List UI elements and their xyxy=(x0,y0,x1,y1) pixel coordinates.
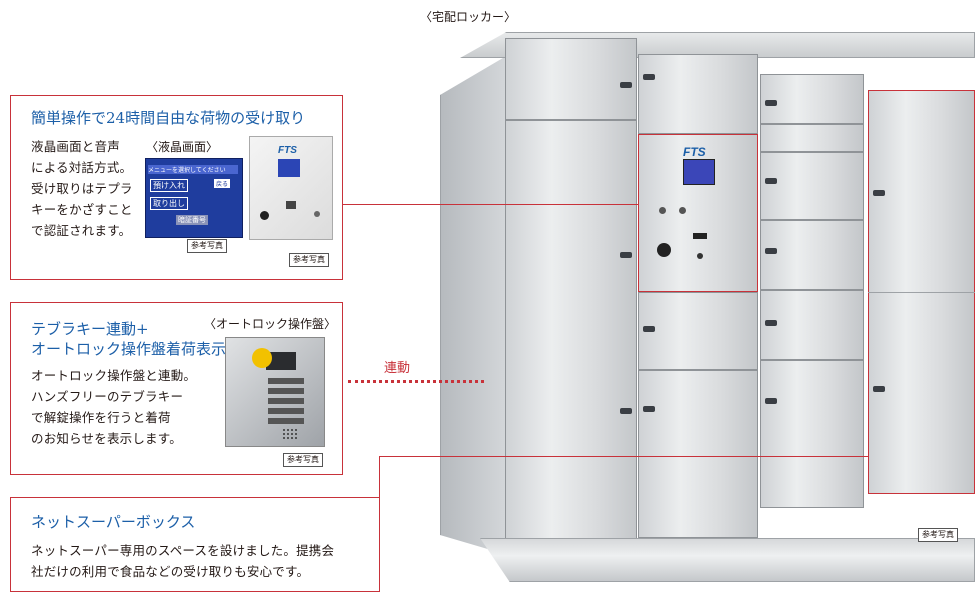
panel-buttons xyxy=(679,207,686,214)
locker-door xyxy=(760,152,864,220)
door-handle xyxy=(765,398,777,404)
door-handle xyxy=(620,408,632,414)
panel-slot xyxy=(693,233,707,239)
door-handle xyxy=(765,248,777,254)
callout-net-super-box: ネットスーパーボックス ネットスーパー専用のスペースを設けました。提携会 社だけ… xyxy=(10,497,380,592)
callout-easy-operation: 簡単操作で24時間自由な荷物の受け取り 液晶画面と音声 による対話方式。 受け取… xyxy=(10,95,343,280)
device-logo: FTS xyxy=(278,145,297,156)
door-handle xyxy=(873,386,885,392)
door-handle xyxy=(765,100,777,106)
callout2-heading-1: テブラキー連動+ xyxy=(31,320,149,338)
panel-logo: FTS xyxy=(683,145,706,159)
lcd-screen-caption: 〈液晶画面〉 xyxy=(146,140,219,154)
locker-door xyxy=(760,290,864,360)
panel-dot xyxy=(697,253,703,259)
locker-door xyxy=(760,220,864,290)
device-screen xyxy=(278,159,300,177)
callout1-heading: 簡単操作で24時間自由な荷物の受け取り xyxy=(31,109,306,127)
door-handle xyxy=(765,178,777,184)
lcd-back-button: 戻る xyxy=(214,179,231,188)
delivery-locker-image: FTS xyxy=(440,30,975,590)
callout2-heading-2: オートロック操作盤着荷表示 xyxy=(31,340,227,358)
door-handle xyxy=(643,74,655,80)
door-handle xyxy=(765,320,777,326)
control-panel: FTS xyxy=(638,134,758,292)
arrival-indicator xyxy=(252,348,272,368)
link-label: 連動 xyxy=(384,361,411,376)
panel-screen xyxy=(683,159,715,185)
callout1-text: 液晶画面と音声 による対話方式。 受け取りはテプラ キーをかざすこと で認証され… xyxy=(31,139,133,238)
panel-display xyxy=(266,352,296,370)
connector-line-3-vertical xyxy=(379,456,380,556)
device-reader xyxy=(260,211,269,220)
locker-base xyxy=(480,538,975,582)
callout-autolock-link: テブラキー連動+ オートロック操作盤着荷表示 オートロック操作盤と連動。 ハンズ… xyxy=(10,302,343,475)
device-slot xyxy=(286,201,296,209)
locker-caption: 〈宅配ロッカー〉 xyxy=(420,10,517,24)
lcd-pickup-button: 取り出し xyxy=(150,197,188,210)
panel-device-image: FTS xyxy=(249,136,333,240)
lcd-menu-text: メニューを選択してください xyxy=(148,165,238,174)
speaker-grille xyxy=(282,428,298,440)
door-handle xyxy=(643,326,655,332)
net-super-box-divider xyxy=(868,292,975,293)
panel-buttons xyxy=(659,207,666,214)
lcd-deposit-button: 預け入れ xyxy=(150,179,188,192)
door-handle xyxy=(620,82,632,88)
lcd-screen-image: メニューを選択してください 預け入れ 戻る 取り出し 暗証番号 xyxy=(145,158,243,238)
link-dotted-line xyxy=(348,380,484,383)
autolock-panel-caption: 〈オートロック操作盤〉 xyxy=(204,317,337,331)
locker-door xyxy=(760,74,864,124)
door-handle xyxy=(873,190,885,196)
door-handle xyxy=(643,406,655,412)
device-button xyxy=(314,211,320,217)
locker-door xyxy=(505,38,637,120)
autolock-panel-image xyxy=(225,337,325,447)
locker-door xyxy=(638,54,758,134)
lcd-pin-button: 暗証番号 xyxy=(176,215,208,225)
panel-key-reader xyxy=(657,243,671,257)
callout2-text: オートロック操作盤と連動。 ハンズフリーのテブラキー で解錠操作を行うと着荷 の… xyxy=(31,368,197,446)
locker-door xyxy=(638,370,758,538)
locker-door xyxy=(760,124,864,152)
lcd-ref-tag: 参考写真 xyxy=(187,239,227,253)
locker-door xyxy=(760,360,864,508)
keypad xyxy=(268,378,304,424)
callout3-text: ネットスーパー専用のスペースを設けました。提携会 社だけの利用で食品などの受け取… xyxy=(31,543,335,579)
device-ref-tag: 参考写真 xyxy=(289,253,329,267)
door-handle xyxy=(620,252,632,258)
locker-door xyxy=(505,120,637,550)
callout3-heading: ネットスーパーボックス xyxy=(31,513,196,531)
locker-ref-tag: 参考写真 xyxy=(918,528,958,542)
locker-side-panel xyxy=(440,55,508,555)
locker-door xyxy=(638,292,758,370)
connector-line-3-horizontal xyxy=(379,456,869,457)
connector-line-1 xyxy=(343,204,639,205)
autolock-ref-tag: 参考写真 xyxy=(283,453,323,467)
